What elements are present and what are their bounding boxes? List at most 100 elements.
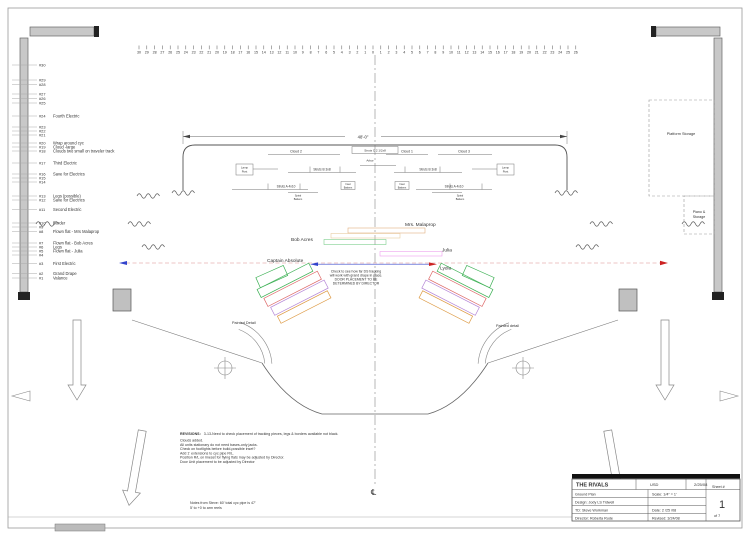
ruler-number: 26 xyxy=(574,51,578,55)
ruler-number: 18 xyxy=(231,51,235,55)
ruler-number: 21 xyxy=(535,51,539,55)
sheet-number: 1 xyxy=(719,499,725,511)
character-flats xyxy=(119,227,668,266)
svg-text:Battens: Battens xyxy=(398,186,407,189)
door-unit-right xyxy=(418,262,495,324)
lineset-number: #11 xyxy=(39,207,45,212)
center-mark-left xyxy=(214,357,236,379)
ruler-number: 18 xyxy=(511,51,515,55)
pennant-right xyxy=(719,390,740,402)
lineset-number: #23 xyxy=(39,124,46,129)
ruler-number: 19 xyxy=(519,51,523,55)
svg-text:DOOR PLACEMENT TO BE: DOOR PLACEMENT TO BE xyxy=(335,278,379,282)
ruler-number: 20 xyxy=(215,51,219,55)
lineset-number: #15 xyxy=(39,175,46,180)
lineset-label: Flown flat - Mrs Malaprop xyxy=(53,229,100,234)
lineset-number: #12 xyxy=(39,197,46,202)
lineset-number: #9 xyxy=(39,224,43,229)
lineset-number: #29 xyxy=(39,77,46,82)
lineset-number: #8 xyxy=(39,229,43,234)
cyc-wall: 48'-0" xyxy=(171,131,578,196)
svg-text:Storage: Storage xyxy=(693,215,706,219)
lineset-number: #2 xyxy=(39,271,43,276)
ruler-number: 7 xyxy=(317,51,319,55)
ruler-number: 9 xyxy=(302,51,304,55)
ruler-number: 19 xyxy=(223,51,227,55)
theatre-walls xyxy=(18,26,724,312)
spiral-right-label: Spiral xyxy=(457,195,464,198)
svg-text:Notes from Steve: 60' total cy: Notes from Steve: 60' total cyc pipe is … xyxy=(190,501,256,505)
ruler-number: 12 xyxy=(277,51,281,55)
ruler-number: 3 xyxy=(395,51,397,55)
door-unit-left xyxy=(255,262,332,324)
lineset-label: Save for Electrics xyxy=(53,171,85,176)
lineset-number: #5 xyxy=(39,248,43,253)
ruler-number: 8 xyxy=(434,51,436,55)
cloud1-label: Cloud 1 xyxy=(401,150,413,154)
lineset-label: Cloud -large xyxy=(53,144,76,149)
revised-label: Revised: 3/24/08 xyxy=(652,516,680,520)
lineset-number: #16 xyxy=(39,171,46,176)
ruler-number: 1 xyxy=(380,51,382,55)
lineset-number: #14 xyxy=(39,179,46,184)
lineset-label: Flown flat - Julia xyxy=(53,248,83,253)
lineset-label: Flown flat - Bob Acres xyxy=(53,240,93,245)
svg-text:Battens: Battens xyxy=(294,198,303,201)
ruler-number: 10 xyxy=(293,51,297,55)
storage-areas: Platform Storage Piano & Storage xyxy=(648,99,715,235)
mrs-malaprop-label: Mrs. Malaprop xyxy=(405,222,436,228)
svg-text:5' to +0 to arm reels: 5' to +0 to arm reels xyxy=(190,506,222,510)
sheet-of: of 7 xyxy=(714,514,720,518)
ruler-number: 25 xyxy=(176,51,180,55)
cloud3-label: Cloud 3 xyxy=(458,150,470,154)
character-labels: Mrs. Malaprop Bob Acres Julia Captain Ab… xyxy=(267,222,452,272)
svg-text:will work with grand drape in: will work with grand drape in place. xyxy=(330,274,383,278)
scenic-units xyxy=(232,146,515,193)
struts-b-right-label: Struts B 3x8 xyxy=(419,168,437,172)
lineset-number: #20 xyxy=(39,140,46,145)
struts-a-left-label: Struts A 4x10 xyxy=(277,185,296,189)
ruler-number: 7 xyxy=(427,51,429,55)
door-placement-note: Check to see how far DS tracking will wo… xyxy=(330,270,383,286)
lineset-number: #22 xyxy=(39,128,46,133)
scale-label: Scale: 1/4" = 1' xyxy=(652,492,677,496)
lineset-number: #30 xyxy=(39,62,46,67)
lineset-number: #21 xyxy=(39,132,46,137)
platform-storage-label: Platform Storage xyxy=(667,132,696,136)
svg-text:Post: Post xyxy=(503,169,509,173)
lineset-label: Save for Electrics xyxy=(53,197,85,202)
scale-bar xyxy=(54,523,106,532)
ruler-number: 28 xyxy=(153,51,157,55)
ruler-number: 2 xyxy=(388,51,390,55)
ruler-number: 16 xyxy=(246,51,250,55)
ruler-number: 8 xyxy=(310,51,312,55)
steve-notes: Notes from Steve: 60' total cyc pipe is … xyxy=(190,501,256,510)
ruler-number: 5 xyxy=(333,51,335,55)
ruler-number: 20 xyxy=(527,51,531,55)
lineset-number: #25 xyxy=(39,100,46,105)
lineset-label: Clouds two small on traveler track xyxy=(53,148,115,153)
revisions-heading: REVISIONS: xyxy=(180,432,201,436)
lineset-label: Second Electric xyxy=(53,207,81,212)
ruler-number: 24 xyxy=(558,51,562,55)
inset-right-label: Inset xyxy=(399,183,405,186)
proscenium-left xyxy=(112,288,132,312)
ruler-number: 15 xyxy=(254,51,258,55)
lineset-number: #1 xyxy=(39,275,43,280)
td-label: TD: Steve Workman xyxy=(575,508,608,512)
ruler-number: 4 xyxy=(403,51,405,55)
svg-text:All units stationary do not ne: All units stationary do not need bases-o… xyxy=(180,443,258,447)
date-label: Date: 2 /25 /08 xyxy=(652,508,676,512)
svg-text:Door Unit placement to be adju: Door Unit placement to be adjusted by Di… xyxy=(180,460,256,464)
painted-detail-left-label: Painted Detail xyxy=(232,321,256,325)
titleblock-date-top: 2/25/08 xyxy=(694,482,708,487)
struts-c-label: Struts C 2 1/2x8 xyxy=(364,149,386,153)
lineset-label: Legs (possible) xyxy=(53,193,81,198)
lineset-number: #19 xyxy=(39,144,46,149)
lineset-number: #6 xyxy=(39,244,43,249)
lineset-number: #26 xyxy=(39,96,46,101)
break-marks xyxy=(35,193,705,250)
